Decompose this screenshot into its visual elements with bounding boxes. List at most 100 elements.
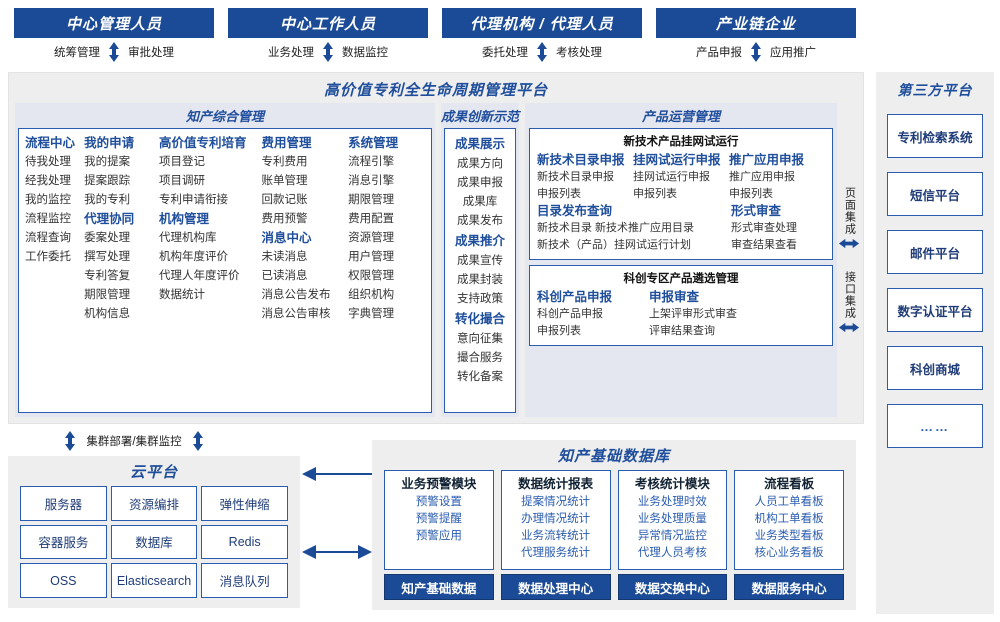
db-card-item[interactable]: 机构工单看板 (754, 513, 824, 525)
ip-menu-item[interactable]: 账单管理 (261, 175, 308, 187)
db-card-item[interactable]: 异常情况监控 (637, 530, 707, 542)
ip-menu-item[interactable]: 专利答复 (84, 270, 131, 282)
achievement-menu-item[interactable]: 成果发布 (457, 215, 503, 227)
ip-menu-item[interactable]: 工作委托 (25, 251, 71, 263)
ip-menu-item[interactable]: 机构信息 (84, 308, 131, 320)
ip-menu-item[interactable]: 费用配置 (348, 213, 395, 225)
achievement-menu-item[interactable]: 成果方向 (457, 158, 503, 170)
platform-title: 高价值专利全生命周期管理平台 (323, 82, 548, 99)
db-card-item[interactable]: 核心业务看板 (754, 547, 824, 559)
product-menu-item[interactable]: 申报列表 (537, 325, 581, 337)
db-card-item[interactable]: 业务处理质量 (637, 513, 707, 525)
ip-menu-item[interactable]: 期限管理 (84, 289, 131, 301)
ip-menu-item[interactable]: 我的专利 (84, 194, 131, 206)
ip-menu-item[interactable]: 期限管理 (348, 194, 395, 206)
ip-menu-item[interactable]: 待我处理 (25, 156, 71, 168)
ip-menu-item[interactable]: 资源管理 (348, 232, 395, 244)
cloud-cell-0[interactable]: 服务器 (20, 486, 107, 521)
ip-menu-item[interactable]: 权限管理 (348, 270, 395, 282)
ip-menu-item[interactable]: 组织机构 (348, 289, 395, 301)
db-card-item[interactable]: 人员工单看板 (754, 496, 824, 508)
achievement-menu-item[interactable]: 撮合服务 (457, 352, 503, 364)
product-menu-item[interactable]: 评审结果查询 (649, 325, 715, 337)
third-party-item-3[interactable]: 数字认证平台 (887, 288, 983, 332)
third-party-item-0[interactable]: 专利检索系统 (887, 114, 983, 158)
achievement-menu-item[interactable]: 成果封装 (457, 274, 503, 286)
ip-menu-item[interactable]: 专利申请衔接 (158, 194, 228, 206)
ip-menu-item[interactable]: 费用预警 (261, 213, 308, 225)
ip-menu-item[interactable]: 流程引擎 (348, 156, 395, 168)
ip-menu-item[interactable]: 委案处理 (84, 232, 131, 244)
db-card-item[interactable]: 业务处理时效 (637, 496, 707, 508)
third-party-item-4[interactable]: 科创商城 (887, 346, 983, 390)
achievement-menu-item[interactable]: 成果库 (462, 196, 498, 208)
ip-menu-item[interactable]: 消息公告发布 (261, 289, 331, 301)
ip-menu-item[interactable]: 已读消息 (261, 270, 308, 282)
ip-menu-item[interactable]: 用户管理 (348, 251, 395, 263)
cloud-platform-title: 云平台 (129, 464, 178, 481)
cloud-cell-7[interactable]: Elasticsearch (110, 563, 198, 598)
ip-menu-item[interactable]: 我的监控 (25, 194, 71, 206)
third-party-item-5[interactable]: …… (887, 404, 983, 448)
achievement-menu-item[interactable]: 支持政策 (457, 293, 503, 305)
cloud-cell-6[interactable]: OSS (20, 563, 107, 598)
db-footer-3[interactable]: 数据服务中心 (734, 574, 844, 600)
ip-menu-item[interactable]: 项目登记 (158, 156, 205, 168)
db-card-item[interactable]: 预警设置 (415, 496, 462, 508)
product-menu-item[interactable]: 上架评审形式审查 (649, 308, 737, 320)
cloud-cell-4[interactable]: 数据库 (110, 524, 198, 560)
db-card-item[interactable]: 业务流转统计 (521, 530, 591, 542)
ip-menu-item[interactable]: 提案跟踪 (84, 175, 131, 187)
db-footer-0[interactable]: 知产基础数据 (384, 574, 494, 600)
ip-menu-item[interactable]: 消息引擎 (348, 175, 395, 187)
ip-menu-item[interactable]: 撰写处理 (84, 251, 131, 263)
achievement-menu-item[interactable]: 意向征集 (457, 333, 503, 345)
product-menu-item[interactable]: 科创产品申报 (537, 308, 603, 320)
cloud-cell-1[interactable]: 资源编排 (110, 486, 198, 521)
ip-menu-item[interactable]: 经我处理 (25, 175, 71, 187)
product-menu-item[interactable]: 新技术（产品）挂网试运行计划 (537, 239, 691, 251)
achievement-menu-item[interactable]: 成果宣传 (457, 255, 503, 267)
product-menu-item[interactable]: 申报列表 (633, 188, 677, 200)
product-menu-item[interactable]: 申报列表 (729, 188, 773, 200)
db-card-item[interactable]: 预警提醒 (415, 513, 462, 525)
cloud-cell-5[interactable]: Redis (201, 524, 288, 560)
ip-menu-item[interactable]: 未读消息 (261, 251, 308, 263)
db-card-item[interactable]: 预警应用 (415, 530, 462, 542)
third-party-item-2[interactable]: 邮件平台 (887, 230, 983, 274)
product-menu-item[interactable]: 推广应用申报 (729, 171, 795, 183)
achievement-menu-item[interactable]: 转化备案 (457, 371, 503, 383)
product-menu-item[interactable]: 挂网试运行申报 (633, 171, 710, 183)
db-footer-2[interactable]: 数据交换中心 (617, 574, 728, 600)
cloud-cell-2[interactable]: 弹性伸缩 (201, 486, 288, 521)
db-card-item[interactable]: 代理服务统计 (521, 547, 591, 559)
ip-menu-item[interactable]: 流程监控 (25, 213, 71, 225)
ip-menu-item[interactable]: 代理人年度评价 (158, 270, 240, 282)
third-party-item-1[interactable]: 短信平台 (887, 172, 983, 216)
db-card-item[interactable]: 办理情况统计 (521, 513, 591, 525)
ip-menu-item[interactable]: 回款记账 (261, 194, 308, 206)
ip-menu-item[interactable]: 代理机构库 (158, 232, 217, 244)
db-footer-1[interactable]: 数据处理中心 (500, 574, 611, 600)
ip-menu-item[interactable]: 消息公告审核 (261, 308, 331, 320)
ip-menu-item[interactable]: 字典管理 (348, 308, 395, 320)
product-menu-item[interactable]: 新技术目录 新技术推广应用目录 (537, 222, 695, 234)
ip-menu-item[interactable]: 流程查询 (25, 232, 71, 244)
cloud-cell-8[interactable]: 消息队列 (201, 563, 288, 598)
achievement-group-head: 成果展示 (454, 137, 505, 151)
product-menu-item[interactable]: 形式审查处理 (731, 222, 797, 234)
db-card-item[interactable]: 代理人员考核 (637, 547, 707, 559)
product-menu-item[interactable]: 新技术目录申报 (537, 171, 614, 183)
product-box-title: 新技术产品挂网试运行 (623, 136, 739, 148)
ip-menu-item[interactable]: 数据统计 (158, 289, 205, 301)
cloud-cell-3[interactable]: 容器服务 (20, 524, 107, 560)
ip-menu-item[interactable]: 项目调研 (158, 175, 205, 187)
ip-menu-item[interactable]: 我的提案 (84, 156, 131, 168)
db-card-item[interactable]: 业务类型看板 (754, 530, 824, 542)
db-card-item[interactable]: 提案情况统计 (521, 496, 591, 508)
ip-menu-item[interactable]: 专利费用 (261, 156, 308, 168)
achievement-menu-item[interactable]: 成果申报 (457, 177, 503, 189)
product-menu-item[interactable]: 审查结果查看 (731, 239, 797, 251)
ip-menu-item[interactable]: 机构年度评价 (158, 251, 228, 263)
product-menu-item[interactable]: 申报列表 (537, 188, 581, 200)
